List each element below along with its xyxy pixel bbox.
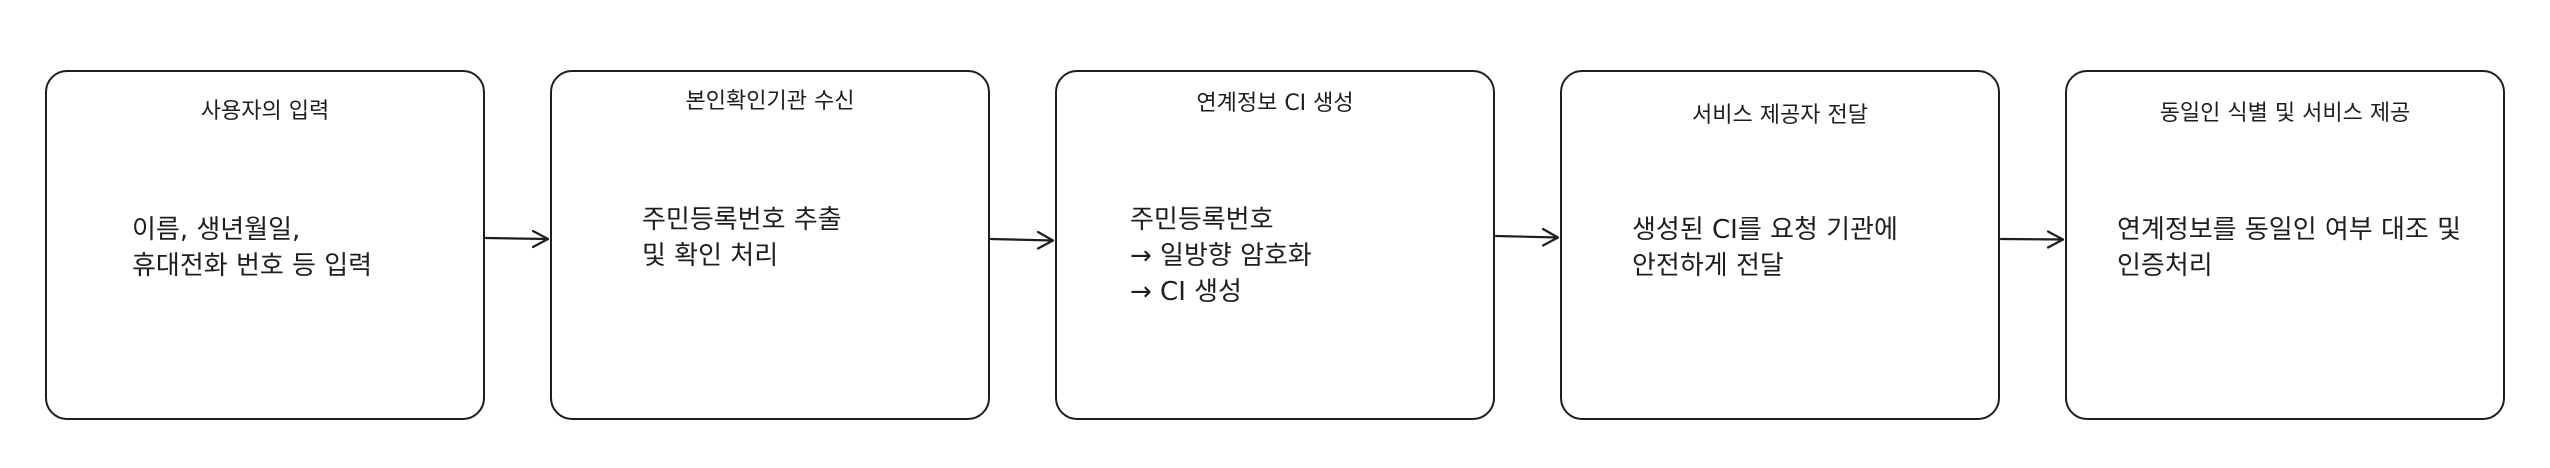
step-box-service-delivery: 서비스 제공자 전달 생성된 CI를 요청 기관에 안전하게 전달 <box>1560 70 2000 420</box>
arrow-connector-1 <box>484 229 550 249</box>
step-box-user-input: 사용자의 입력 이름, 생년월일, 휴대전화 번호 등 입력 <box>45 70 485 420</box>
step-body: 주민등록번호 추출 및 확인 처리 <box>642 205 842 271</box>
step-title: 동일인 식별 및 서비스 제공 <box>2159 101 2411 126</box>
step-box-identity-matching: 동일인 식별 및 서비스 제공 연계정보를 동일인 여부 대조 및 인증처리 <box>2065 70 2505 420</box>
step-title: 서비스 제공자 전달 <box>1692 103 1868 128</box>
step-title: 연계정보 CI 생성 <box>1196 91 1354 116</box>
step-body: 연계정보를 동일인 여부 대조 및 인증처리 <box>2117 215 2462 281</box>
step-title: 사용자의 입력 <box>200 99 330 124</box>
step-box-ci-generation: 연계정보 CI 생성 주민등록번호 → 일방향 암호화 → CI 생성 <box>1055 70 1495 420</box>
step-body: 이름, 생년월일, 휴대전화 번호 등 입력 <box>132 215 373 281</box>
step-body: 생성된 CI를 요청 기관에 안전하게 전달 <box>1632 215 1898 281</box>
arrow-connector-3 <box>1494 227 1560 247</box>
arrow-connector-2 <box>989 230 1055 250</box>
step-box-verification-agency: 본인확인기관 수신 주민등록번호 추출 및 확인 처리 <box>550 70 990 420</box>
step-title: 본인확인기관 수신 <box>685 89 855 114</box>
step-body: 주민등록번호 → 일방향 암호화 → CI 생성 <box>1130 205 1312 307</box>
arrow-connector-4 <box>1999 230 2065 249</box>
